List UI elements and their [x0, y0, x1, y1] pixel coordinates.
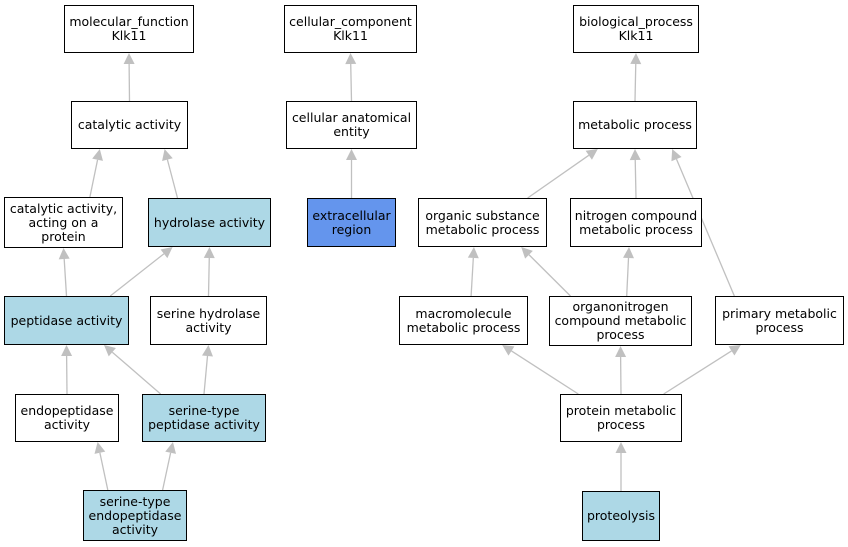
arrowhead-icon	[671, 149, 682, 162]
node-extracellular-region[interactable]: extracellular region	[307, 198, 396, 247]
arrowhead-icon	[467, 247, 479, 259]
arrowhead-icon	[202, 345, 213, 357]
edge-organic_substance-to-metabolic_process	[527, 154, 590, 199]
edge-metabolic_process-to-bp_root	[634, 63, 637, 102]
edge-organonitrogen-to-organic_substance	[528, 254, 571, 297]
node-organic-substance-metabolic-process[interactable]: organic substance metabolic process	[418, 198, 547, 247]
edge-protein_metabolic-to-primary_metabolic	[663, 350, 732, 395]
edge-serine_endopeptidase-to-serine_peptidase	[161, 452, 172, 491]
arrowhead-icon	[123, 53, 135, 65]
node-organonitrogen-compound-metabolic-process[interactable]: organonitrogen compound metabolic proces…	[549, 296, 692, 346]
node-cellular-component[interactable]: cellular_component Klk11	[284, 5, 417, 53]
arrowhead-icon	[94, 442, 106, 454]
edge-serine_peptidase-to-peptidase_activity	[111, 351, 162, 395]
edge-peptidase_activity-to-catalytic_protein	[63, 258, 68, 297]
arrowhead-icon	[345, 53, 357, 65]
arrowhead-icon	[58, 248, 70, 260]
node-molecular-function[interactable]: molecular_function Klk11	[64, 5, 194, 53]
edge-serine_endopeptidase-to-endopeptidase	[99, 452, 109, 491]
node-serine-type-endopeptidase-activity[interactable]: serine-type endopeptidase activity	[83, 490, 187, 541]
arrowhead-icon	[521, 247, 533, 259]
arrowhead-icon	[615, 442, 627, 453]
node-proteolysis[interactable]: proteolysis	[582, 491, 660, 541]
arrowhead-icon	[92, 149, 103, 161]
arrowhead-icon	[502, 345, 515, 356]
node-biological-process[interactable]: biological_process Klk11	[573, 5, 699, 53]
node-nitrogen-compound-metabolic-process[interactable]: nitrogen compound metabolic process	[570, 198, 702, 247]
edge-macromolecule-to-organic_substance	[470, 257, 474, 297]
edge-serine_hydrolase-to-hydrolase_activity	[207, 257, 210, 297]
node-hydrolase-activity[interactable]: hydrolase activity	[148, 198, 271, 247]
arrowhead-icon	[104, 345, 116, 357]
node-catalytic-activity[interactable]: catalytic activity	[71, 101, 188, 149]
arrowhead-icon	[165, 442, 177, 454]
node-cellular-anatomical-entity[interactable]: cellular anatomical entity	[286, 101, 417, 149]
edge-cellular_anatomical-to-cc_root	[350, 63, 353, 102]
arrowhead-icon	[160, 247, 173, 259]
edge-hydrolase_activity-to-catalytic_activity	[166, 159, 179, 199]
node-primary-metabolic-process[interactable]: primary metabolic process	[715, 296, 844, 345]
arrowhead-icon	[630, 53, 642, 65]
edge-primary_metabolic-to-metabolic_process	[675, 158, 735, 297]
node-macromolecule-metabolic-process[interactable]: macromolecule metabolic process	[399, 296, 528, 345]
edge-protein_metabolic-to-macromolecule	[511, 350, 579, 395]
edge-nitrogen_compound-to-metabolic_process	[634, 159, 637, 199]
node-metabolic-process[interactable]: metabolic process	[573, 101, 697, 149]
node-protein-metabolic-process[interactable]: protein metabolic process	[560, 394, 682, 442]
arrowhead-icon	[203, 247, 215, 259]
arrowhead-icon	[346, 149, 357, 160]
node-serine-type-peptidase-activity[interactable]: serine-type peptidase activity	[142, 394, 266, 442]
node-catalytic-activity-acting-on-protein[interactable]: catalytic activity, acting on a protein	[4, 197, 123, 248]
arrowhead-icon	[623, 247, 634, 259]
node-serine-hydrolase-activity[interactable]: serine hydrolase activity	[150, 296, 267, 345]
arrowhead-icon	[585, 149, 598, 160]
edge-serine_peptidase-to-serine_hydrolase	[203, 355, 209, 395]
node-endopeptidase-activity[interactable]: endopeptidase activity	[15, 394, 119, 442]
arrowhead-icon	[61, 345, 73, 357]
edge-peptidase_activity-to-hydrolase_activity	[109, 253, 165, 297]
edge-organonitrogen-to-nitrogen_compound	[626, 257, 630, 297]
arrowhead-icon	[615, 346, 627, 358]
arrowhead-icon	[162, 149, 173, 162]
arrowhead-icon	[728, 345, 741, 356]
node-peptidase-activity[interactable]: peptidase activity	[4, 296, 129, 345]
edge-catalytic_protein-to-catalytic_activity	[89, 159, 99, 198]
arrowhead-icon	[629, 149, 641, 161]
